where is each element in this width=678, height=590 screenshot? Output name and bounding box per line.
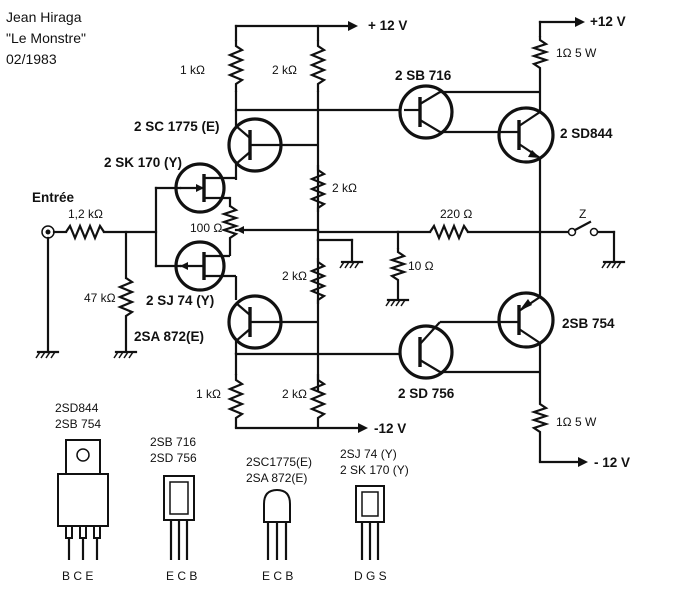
output-line xyxy=(316,220,626,269)
pkg2-title1: 2SB 716 xyxy=(150,435,196,449)
resistor-47k xyxy=(113,230,138,359)
potentiometer-100 xyxy=(220,196,320,250)
pkg3-title1: 2SC1775(E) xyxy=(246,455,312,469)
r-10-label: 10 Ω xyxy=(408,259,434,273)
transistor-2sb716 xyxy=(398,84,540,140)
transistor-2sj74 xyxy=(174,240,238,300)
resistor-1k-bot xyxy=(227,352,245,428)
q-2sd756-label: 2 SD 756 xyxy=(398,386,455,401)
q-2sb716-label: 2 SB 716 xyxy=(395,68,452,83)
r-2k-top-label: 2 kΩ xyxy=(272,63,297,77)
author-text: Jean Hiraga xyxy=(6,9,82,25)
package-to220: 2SD844 2SB 754 B C E xyxy=(55,401,109,583)
r-100-label: 100 Ω xyxy=(190,221,222,235)
resistor-1k-top xyxy=(227,40,245,112)
resistor-2k-top xyxy=(309,40,327,92)
resistor-2k-mid-bot xyxy=(309,258,327,304)
r-2k-mid-top-label: 2 kΩ xyxy=(332,181,357,195)
supply-neg-a-label: -12 V xyxy=(374,421,406,436)
transistor-2sa872 xyxy=(227,294,318,354)
q-2sa872-label: 2SA 872(E) xyxy=(134,329,204,344)
pkg1-pins: B C E xyxy=(62,569,93,583)
input-jack xyxy=(35,225,60,359)
supply-neg-b-label: - 12 V xyxy=(594,455,630,470)
supply-pos-a-label: + 12 V xyxy=(368,18,407,33)
input-label: Entrée xyxy=(32,190,75,205)
transistor-2sd756 xyxy=(398,320,540,380)
pkg4-title1: 2SJ 74 (Y) xyxy=(340,447,397,461)
pkg4-title2: 2 SK 170 (Y) xyxy=(340,463,409,477)
transistor-2sb754 xyxy=(497,290,555,398)
title-text: "Le Monstre" xyxy=(6,30,86,46)
r-1-top-label: 1Ω 5 W xyxy=(556,46,597,60)
resistor-10 xyxy=(385,230,410,307)
center-ground xyxy=(316,238,364,269)
pkg1-title1: 2SD844 xyxy=(55,401,99,415)
r-2k-mid-bot-label: 2 kΩ xyxy=(282,269,307,283)
q-2sd844-label: 2 SD844 xyxy=(560,126,613,141)
resistor-2k-bot xyxy=(309,374,327,428)
r-in-label: 1,2 kΩ xyxy=(68,207,103,221)
resistor-2k-mid-top xyxy=(309,165,327,212)
load-label: Z xyxy=(579,207,586,221)
pkg4-pins: D G S xyxy=(354,569,387,583)
pkg2-pins: E C B xyxy=(166,569,197,583)
resistor-1-2k xyxy=(52,223,158,241)
package-to92: 2SC1775(E) 2SA 872(E) E C B xyxy=(246,455,312,583)
negative-rail-left xyxy=(234,423,368,433)
negative-rail-right xyxy=(530,398,588,467)
transistor-2sd844 xyxy=(497,92,555,290)
q-2sj74-label: 2 SJ 74 (Y) xyxy=(146,293,214,308)
r-1k-top-label: 1 kΩ xyxy=(180,63,205,77)
r-220-label: 220 Ω xyxy=(440,207,472,221)
r-1-bot-label: 1Ω 5 W xyxy=(556,415,597,429)
positive-rail-right xyxy=(530,17,585,92)
transistor-2sc1775 xyxy=(227,110,318,180)
q-2sb754-label: 2SB 754 xyxy=(562,316,615,331)
supply-pos-b-label: +12 V xyxy=(590,14,626,29)
r-47k-label: 47 kΩ xyxy=(84,291,116,305)
pkg1-title2: 2SB 754 xyxy=(55,417,101,431)
transistor-2sk170 xyxy=(174,162,236,214)
date-text: 02/1983 xyxy=(6,51,57,67)
r-1k-bot-label: 1 kΩ xyxy=(196,387,221,401)
r-2k-bot-label: 2 kΩ xyxy=(282,387,307,401)
input-gate-bus xyxy=(154,186,182,268)
pkg3-title2: 2SA 872(E) xyxy=(246,471,307,485)
package-jfet: 2SJ 74 (Y) 2 SK 170 (Y) D G S xyxy=(340,447,409,583)
q-2sk170-label: 2 SK 170 (Y) xyxy=(104,155,182,170)
pkg3-pins: E C B xyxy=(262,569,293,583)
package-to126: 2SB 716 2SD 756 E C B xyxy=(150,435,197,583)
positive-rail-left xyxy=(234,21,358,42)
pkg2-title2: 2SD 756 xyxy=(150,451,197,465)
q-2sc1775-label: 2 SC 1775 (E) xyxy=(134,119,220,134)
